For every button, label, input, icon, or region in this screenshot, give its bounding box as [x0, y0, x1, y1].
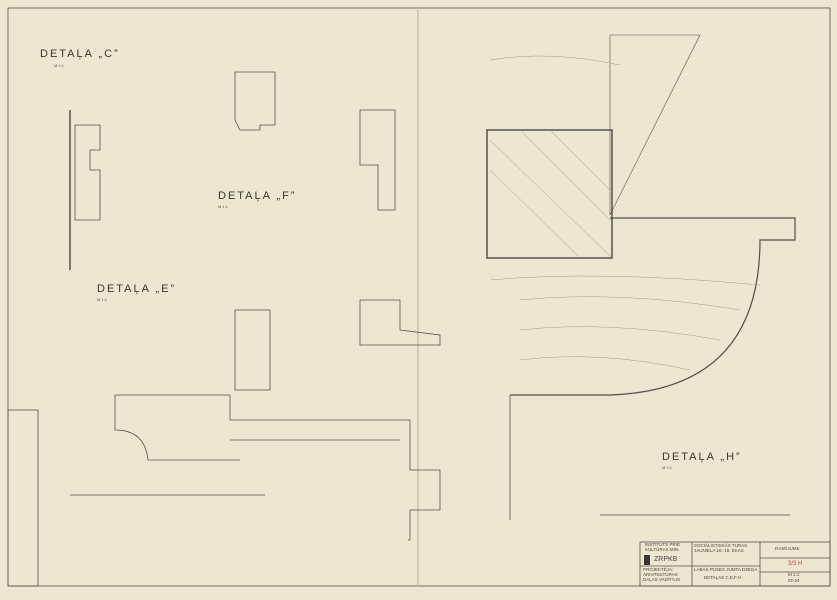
drawing-subtitle: DETAĻAS C,E,F,H: [704, 575, 741, 580]
stamp-column: [7, 409, 39, 587]
detail-e-profile: [115, 394, 441, 541]
detail-e-profile-upper: [234, 309, 271, 391]
logo-icon: [644, 555, 650, 565]
drawing-title: LABĀS PUSES JUMTA DZEGA: [694, 567, 758, 572]
code: 02-24: [788, 578, 800, 583]
detail-c-profile: [74, 124, 101, 221]
object-name: SOCIĀLISTISKĀS TURAS JAUNIELA 16.-18. ĒK…: [694, 543, 748, 553]
authors: PROJEKTĒJA: ARHITEKTŪRAS DAĻAS VADĪTĀJS: [643, 567, 681, 582]
stage: RASĒJUMS: [775, 546, 800, 551]
title-block: [639, 541, 831, 587]
sheet-border: [7, 7, 831, 587]
detail-f-profile-right: [359, 109, 396, 211]
detail-c-scale: M 1:1: [54, 63, 65, 68]
detail-c-label: DETAĻA „C”: [40, 48, 120, 60]
logo-text: ZRPKB: [654, 556, 678, 563]
sheet-number: 3/3 H: [788, 561, 803, 567]
detail-h-section: [486, 129, 613, 259]
scale: M 1:1: [788, 572, 800, 577]
detail-h-profile: [510, 217, 796, 396]
detail-h-scale: M 1:1: [662, 465, 673, 470]
detail-f-scale: M 1:1: [218, 204, 229, 209]
detail-e-label: DETAĻA „E”: [97, 283, 177, 295]
detail-f-profile-upper: [234, 71, 276, 131]
detail-e-scale: M 1:1: [97, 297, 108, 302]
detail-f-label: DETAĻA „F”: [218, 190, 297, 202]
institution: INSTITUTS PRIE KULTŪRAS MIN.: [645, 542, 681, 552]
detail-h-label: DETAĻA „H”: [662, 451, 742, 463]
